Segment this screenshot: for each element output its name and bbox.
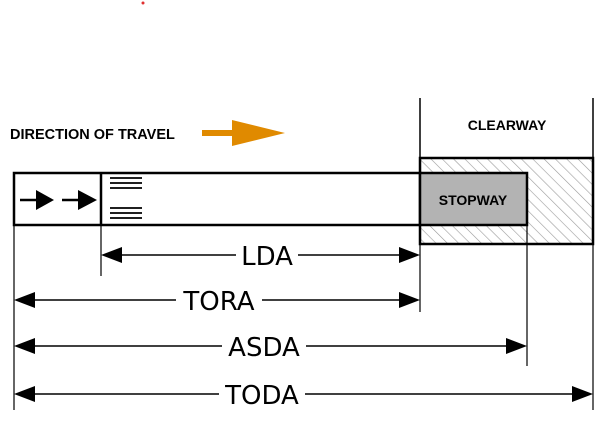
asda-label: ASDA	[228, 333, 300, 363]
threshold-markings-icon	[110, 177, 142, 219]
lda-label: LDA	[241, 242, 293, 272]
toda-label: TODA	[224, 381, 299, 411]
toda-dimension: TODA	[14, 381, 593, 411]
stray-dot	[141, 1, 145, 5]
stopway-label: STOPWAY	[439, 192, 508, 208]
direction-arrow-icon	[202, 120, 285, 146]
lda-dimension: LDA	[101, 242, 420, 272]
displaced-threshold-arrows-icon	[20, 190, 97, 210]
direction-of-travel-label: DIRECTION OF TRAVEL	[10, 127, 175, 143]
stopway	[418, 171, 529, 227]
asda-dimension: ASDA	[14, 333, 527, 363]
clearway-label: CLEARWAY	[468, 117, 547, 133]
tora-dimension: TORA	[14, 287, 420, 317]
tora-label: TORA	[182, 287, 254, 317]
